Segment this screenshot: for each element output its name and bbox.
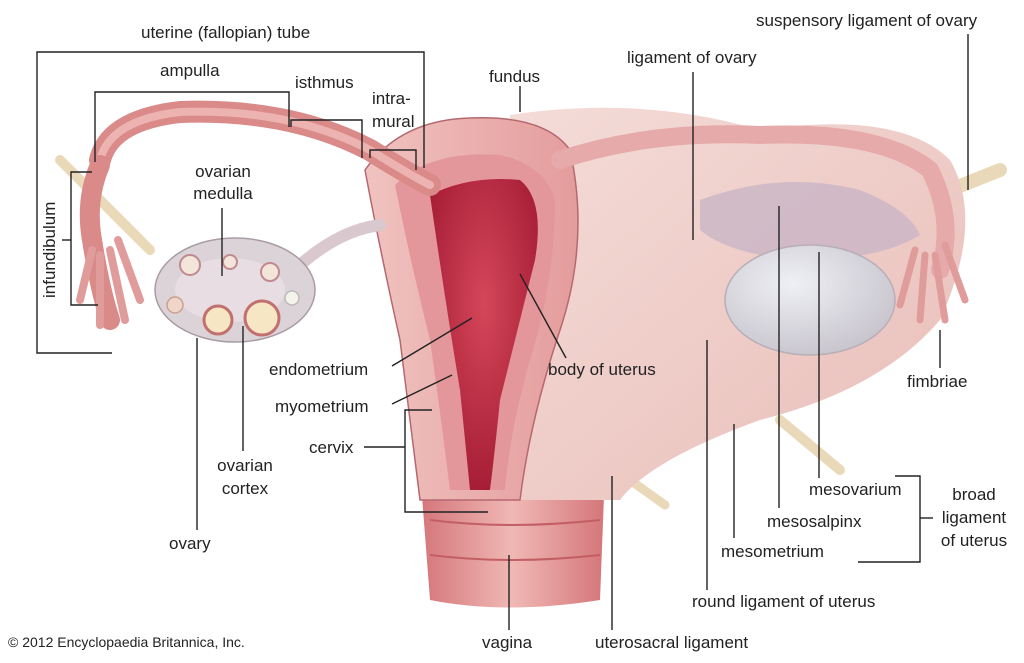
label-ovarian-cortex-1: ovarian <box>217 456 273 475</box>
right-fimbriae-shape <box>896 241 969 324</box>
label-uterosacral-ligament: uterosacral ligament <box>595 633 749 652</box>
label-broad-ligament-3: of uterus <box>940 531 1008 550</box>
label-fundus: fundus <box>489 67 541 86</box>
label-body-of-uterus: body of uterus <box>548 360 656 379</box>
label-round-ligament: round ligament of uterus <box>692 592 876 611</box>
right-ovary-shape <box>724 244 896 356</box>
label-broad-ligament-2: ligament <box>941 508 1007 527</box>
label-ampulla: ampulla <box>160 61 220 80</box>
label-intramural-1: intra- <box>372 89 411 108</box>
label-ligament-of-ovary: ligament of ovary <box>627 48 757 67</box>
vagina-shape <box>420 470 605 608</box>
label-isthmus: isthmus <box>295 73 354 92</box>
label-ovarian-medulla-2: medulla <box>193 184 253 203</box>
label-intramural-2: mural <box>372 112 415 131</box>
label-suspensory-ligament: suspensory ligament of ovary <box>756 11 978 30</box>
label-endometrium: endometrium <box>269 360 369 379</box>
copyright-notice: © 2012 Encyclopaedia Britannica, Inc. <box>8 634 245 650</box>
label-mesometrium: mesometrium <box>721 542 824 561</box>
left-ligament-cord <box>55 155 155 255</box>
label-myometrium: myometrium <box>275 397 369 416</box>
label-mesovarium: mesovarium <box>809 480 902 499</box>
label-ovary: ovary <box>169 534 211 553</box>
label-ovarian-medulla-1: ovarian <box>195 162 251 181</box>
label-mesosalpinx: mesosalpinx <box>767 512 862 531</box>
label-broad-ligament-1: broad <box>952 485 996 504</box>
label-infundibulum: infundibulum <box>40 201 59 298</box>
label-fimbriae: fimbriae <box>907 372 968 391</box>
round-ligament-cord <box>775 415 845 475</box>
right-mesosalpinx-shape <box>700 182 920 260</box>
uterine-cavity-shape <box>430 179 538 490</box>
label-vagina: vagina <box>482 633 533 652</box>
label-cervix: cervix <box>309 438 354 457</box>
left-fimbriae-shape <box>76 236 144 329</box>
label-uterine-tube: uterine (fallopian) tube <box>141 23 311 42</box>
right-tube-shape <box>551 125 955 279</box>
label-ovarian-cortex-2: cortex <box>221 479 269 498</box>
uterosacral-cord <box>625 475 670 510</box>
